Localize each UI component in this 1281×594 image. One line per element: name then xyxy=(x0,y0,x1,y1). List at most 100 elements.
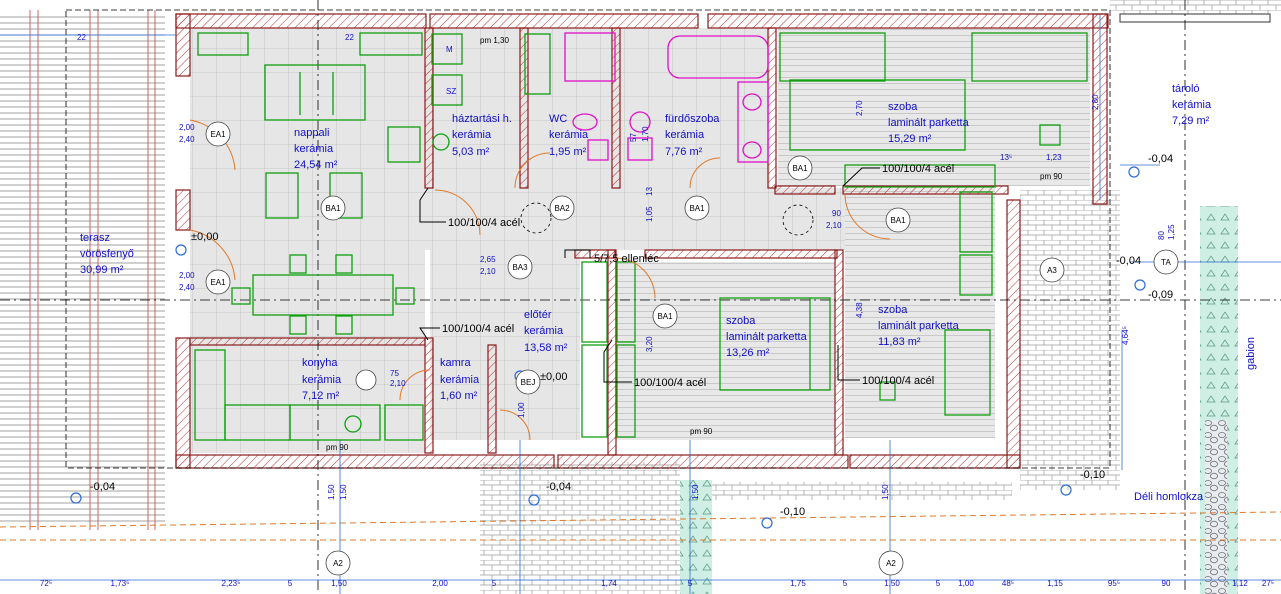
dim-265: 2,65 xyxy=(480,255,496,264)
dim-125: 1,25 xyxy=(1167,224,1176,240)
tag-ba1-center: BA1 xyxy=(657,312,673,321)
level-south-4: -0,10 xyxy=(1080,469,1105,481)
dim-150-c: 1,50 xyxy=(691,484,700,500)
room-name-szoba2: szoba xyxy=(726,315,756,327)
beam-label-ellenlec: 5/7,5 ellenléc xyxy=(594,253,659,265)
room-finish-eloter: kerámia xyxy=(524,325,564,337)
sanitary xyxy=(564,32,769,163)
fixture-sz: SZ xyxy=(446,87,456,96)
dim-bottom-18: 1,12 xyxy=(1232,579,1248,588)
dim-bottom-14: 48⁵ xyxy=(1002,579,1014,588)
dim-bottom-11: 1,50 xyxy=(884,579,900,588)
level-south-2: -0,04 xyxy=(546,481,571,493)
dim-bottom-8: 5 xyxy=(688,579,693,588)
tag-ba1-living: BA1 xyxy=(325,204,341,213)
room-area-eloter: 13,58 m² xyxy=(524,342,568,354)
room-name-eloter: előtér xyxy=(524,309,552,321)
tag-ba1-room: BA1 xyxy=(792,164,808,173)
room-finish-furdo: kerámia xyxy=(665,129,705,141)
room-area-terasz: 30,99 m² xyxy=(80,264,124,276)
dim-bottom-1: 1,73⁵ xyxy=(111,579,130,588)
beam-label-2: 100/100/4 acél xyxy=(882,163,954,175)
tag-ea1-top: EA1 xyxy=(210,130,226,139)
room-area-szoba3: 11,83 m² xyxy=(878,336,921,348)
dim-438: 4,38 xyxy=(855,302,864,318)
floors xyxy=(190,28,1250,453)
level-entry: ±0,00 xyxy=(540,371,567,383)
tag-bej: BEJ xyxy=(521,378,536,387)
room-area-nappali: 24,54 m² xyxy=(294,159,338,171)
dim-22-b: 22 xyxy=(345,33,354,42)
tag-a3: A3 xyxy=(1047,266,1057,275)
level-storage: -0,04 xyxy=(1148,153,1173,165)
dim-150-d: 1,50 xyxy=(881,484,890,500)
tag-labels: EA1 EA1 BA1 BA2 BA1 BA1 BA1 BA3 BA1 BEJ … xyxy=(210,130,1171,568)
room-name-nappali: nappali xyxy=(294,127,329,139)
dim-210-c: 2,10 xyxy=(826,221,842,230)
dim-bottom-4: 1,50 xyxy=(331,579,347,588)
dim-22-a: 22 xyxy=(77,33,86,42)
beam-leaders xyxy=(419,167,880,383)
level-labels: ±0,00 ±0,00 -0,04 -0,04 -0,04 -0,04 -0,0… xyxy=(90,153,1173,518)
dim-123: 1,23 xyxy=(1046,153,1062,162)
room-area-tarolo: 7,29 m² xyxy=(1172,115,1210,127)
tag-ea1-bottom: EA1 xyxy=(210,278,226,287)
room-finish-nappali: kerámia xyxy=(294,143,334,155)
room-area-szoba1: 15,29 m² xyxy=(888,133,932,145)
level-east-2: -0,09 xyxy=(1148,289,1173,301)
room-name-terasz: terasz xyxy=(80,232,110,244)
dim-80: 80 xyxy=(1157,231,1166,240)
dim-280: 2,80 xyxy=(1091,94,1100,110)
room-finish-tarolo: kerámia xyxy=(1172,99,1212,111)
dim-bottom-5: 2,00 xyxy=(432,579,448,588)
beam-label-1: 100/100/4 acél xyxy=(448,217,520,229)
dim-150-b: 1,50 xyxy=(339,484,348,500)
tag-a2-right: A2 xyxy=(886,559,896,568)
room-area-furdo: 7,76 m² xyxy=(665,146,703,158)
furniture xyxy=(194,32,1088,441)
dim-240-a: 2,40 xyxy=(179,135,195,144)
note-pm130: pm 1,30 xyxy=(480,36,509,45)
room-name-tarolo: tároló xyxy=(1172,83,1200,95)
tag-ba2: BA2 xyxy=(554,204,570,213)
dim-135: 13⁵ xyxy=(1000,153,1012,162)
tag-ta: TA xyxy=(1161,258,1171,267)
dim-bottom-17: 90 xyxy=(1162,579,1171,588)
room-area-konyha: 7,12 m² xyxy=(302,390,340,402)
room-finish-konyha: kerámia xyxy=(302,374,342,386)
dim-bottom-19: 27⁵ xyxy=(1262,579,1274,588)
room-finish-szoba3: laminált parketta xyxy=(878,320,960,332)
tag-ba1-east: BA1 xyxy=(890,216,906,225)
fixture-m: M xyxy=(446,45,453,54)
room-finish-kamra: kerámia xyxy=(440,374,480,386)
dim-bottom-6: 5 xyxy=(492,579,497,588)
dim-bottom-12: 5 xyxy=(936,579,941,588)
dim-bottom-0: 72⁵ xyxy=(40,579,52,588)
dim-200-a: 2,00 xyxy=(179,123,195,132)
columns xyxy=(520,202,814,236)
room-name-kamra: kamra xyxy=(440,357,471,369)
walls xyxy=(175,13,1271,469)
tag-a2-left: A2 xyxy=(333,559,343,568)
notes: pm 1,30 pm 90 pm 90 pm 90 Déli homlokza … xyxy=(326,36,1257,503)
room-name-furdo: fürdőszoba xyxy=(665,113,720,125)
note-pm90-room: pm 90 xyxy=(690,427,713,436)
tag-ba3: BA3 xyxy=(512,263,528,272)
room-finish-szoba2: laminált parketta xyxy=(726,331,808,343)
dim-210-b: 2,10 xyxy=(390,379,406,388)
dim-75: 75 xyxy=(390,369,399,378)
note-pm90-kitchen: pm 90 xyxy=(326,443,349,452)
pergola-lines xyxy=(29,10,156,530)
bottom-dimensions: 72⁵ 1,73⁵ 2,23⁵ 5 1,50 2,00 5 1,74 5 1,7… xyxy=(40,579,1274,588)
room-area-haztartasi: 5,03 m² xyxy=(452,146,490,158)
misc-dims: 22 22 2,00 2,40 2,00 2,40 2,65 2,10 75 2… xyxy=(77,33,1176,500)
room-labels: nappali kerámia 24,54 m² háztartási h. k… xyxy=(80,83,1212,402)
room-name-konyha: konyha xyxy=(302,357,338,369)
dim-bottom-10: 5 xyxy=(843,579,848,588)
dim-57: 57 xyxy=(629,133,638,142)
room-area-szoba2: 13,26 m² xyxy=(726,347,770,359)
dim-464: 4,64⁵ xyxy=(1121,326,1130,345)
level-east: -0,04 xyxy=(1116,255,1141,267)
tag-ba1-hall: BA1 xyxy=(689,204,705,213)
